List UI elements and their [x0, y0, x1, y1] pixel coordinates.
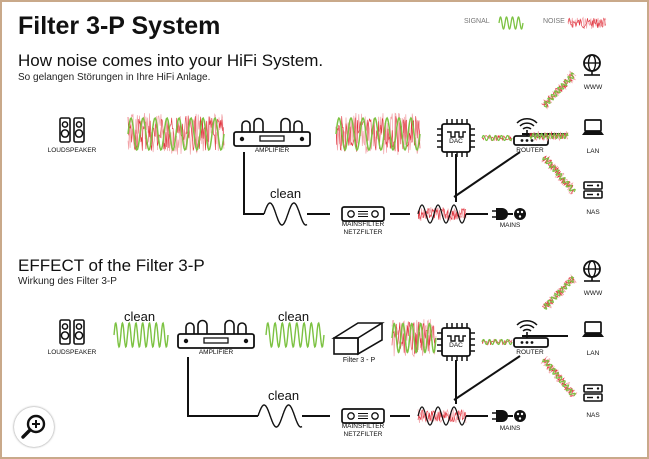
noise-wave	[542, 358, 576, 397]
globe-icon	[583, 54, 601, 76]
clean-label: clean	[270, 186, 302, 201]
laptop-icon	[581, 321, 605, 338]
signal-wave	[481, 134, 513, 142]
signal-wave	[127, 116, 225, 152]
server-icon	[583, 384, 603, 402]
legend-signal-label: SIGNAL	[464, 18, 490, 25]
legend-noise-wave	[567, 17, 607, 29]
signal-wave	[417, 406, 467, 426]
section-2-heading: EFFECT of the Filter 3-P	[18, 256, 205, 275]
clean-label: clean	[268, 388, 300, 403]
power-plug-icon	[491, 409, 527, 423]
waveforms	[113, 16, 607, 428]
noise-wave	[543, 72, 575, 108]
loudspeaker-label: LOUDSPEAKER	[47, 147, 97, 154]
clean-label: clean	[124, 309, 156, 324]
legend-signal-wave	[498, 16, 524, 30]
noise-wave	[391, 321, 437, 354]
noise-wave	[529, 132, 569, 140]
server-icon	[583, 181, 603, 199]
clean-wave	[263, 202, 308, 226]
signal-wave	[417, 204, 467, 224]
mainsfilter-icon	[341, 408, 385, 424]
clean-wave	[257, 404, 303, 428]
signal-wave	[335, 116, 421, 152]
section-1-heading: How noise comes into your HiFi System.	[18, 51, 324, 70]
signal-wave	[481, 338, 513, 346]
laptop-icon	[581, 119, 605, 136]
amplifier-icon	[177, 319, 255, 349]
loudspeaker-label: LOUDSPEAKER	[47, 349, 97, 356]
router-icon	[513, 117, 549, 146]
www-label: WWW	[583, 290, 603, 297]
section-1-subheading: So gelangen Störungen in Ihre HiFi Anlag…	[18, 72, 211, 83]
router-label: ROUTER	[516, 147, 544, 154]
www-label: WWW	[583, 84, 603, 91]
router-icon	[513, 319, 549, 348]
mainsfilter-label: MAINSFILTER	[341, 423, 385, 430]
globe-icon	[583, 260, 601, 282]
signal-wave	[113, 321, 169, 349]
netzfilter-label: NETZFILTER	[343, 431, 383, 438]
amplifier-label: AMPLIFIER	[254, 147, 290, 154]
bottom-wiring	[187, 335, 568, 417]
top-wiring	[243, 133, 568, 215]
section-2-subheading: Wirkung des Filter 3-P	[18, 276, 117, 287]
netzfilter-label: NETZFILTER	[343, 229, 383, 236]
noise-wave	[481, 134, 513, 142]
dac-label: DAC	[449, 342, 463, 349]
signal-wave	[391, 322, 437, 354]
filter-3p-label: Filter 3 - P	[342, 357, 376, 364]
dac-label: DAC	[449, 138, 463, 145]
nas-label: NAS	[586, 412, 600, 419]
amplifier-label: AMPLIFIER	[198, 349, 234, 356]
loudspeaker-icon	[59, 117, 85, 143]
signal-wave	[265, 321, 325, 349]
lan-label: LAN	[586, 148, 600, 155]
mainsfilter-label: MAINSFILTER	[341, 221, 385, 228]
legend-noise-label: NOISE	[543, 18, 565, 25]
noise-wave	[542, 156, 576, 193]
amplifier-icon	[233, 117, 311, 147]
zoom-button[interactable]	[14, 407, 54, 447]
mains-label: MAINS	[499, 425, 521, 432]
mainsfilter-icon	[341, 206, 385, 222]
router-label: ROUTER	[516, 349, 544, 356]
zoom-in-icon	[21, 414, 46, 439]
legend-noise-wave	[567, 16, 607, 30]
filter-3p-device-icon	[331, 322, 385, 356]
power-plug-icon	[491, 207, 527, 221]
noise-wave	[543, 276, 575, 310]
loudspeaker-icon	[59, 319, 85, 345]
clean-label: clean	[278, 309, 310, 324]
mains-label: MAINS	[499, 222, 521, 229]
page-title: Filter 3-P System	[18, 12, 221, 40]
nas-label: NAS	[586, 209, 600, 216]
lan-label: LAN	[586, 350, 600, 357]
